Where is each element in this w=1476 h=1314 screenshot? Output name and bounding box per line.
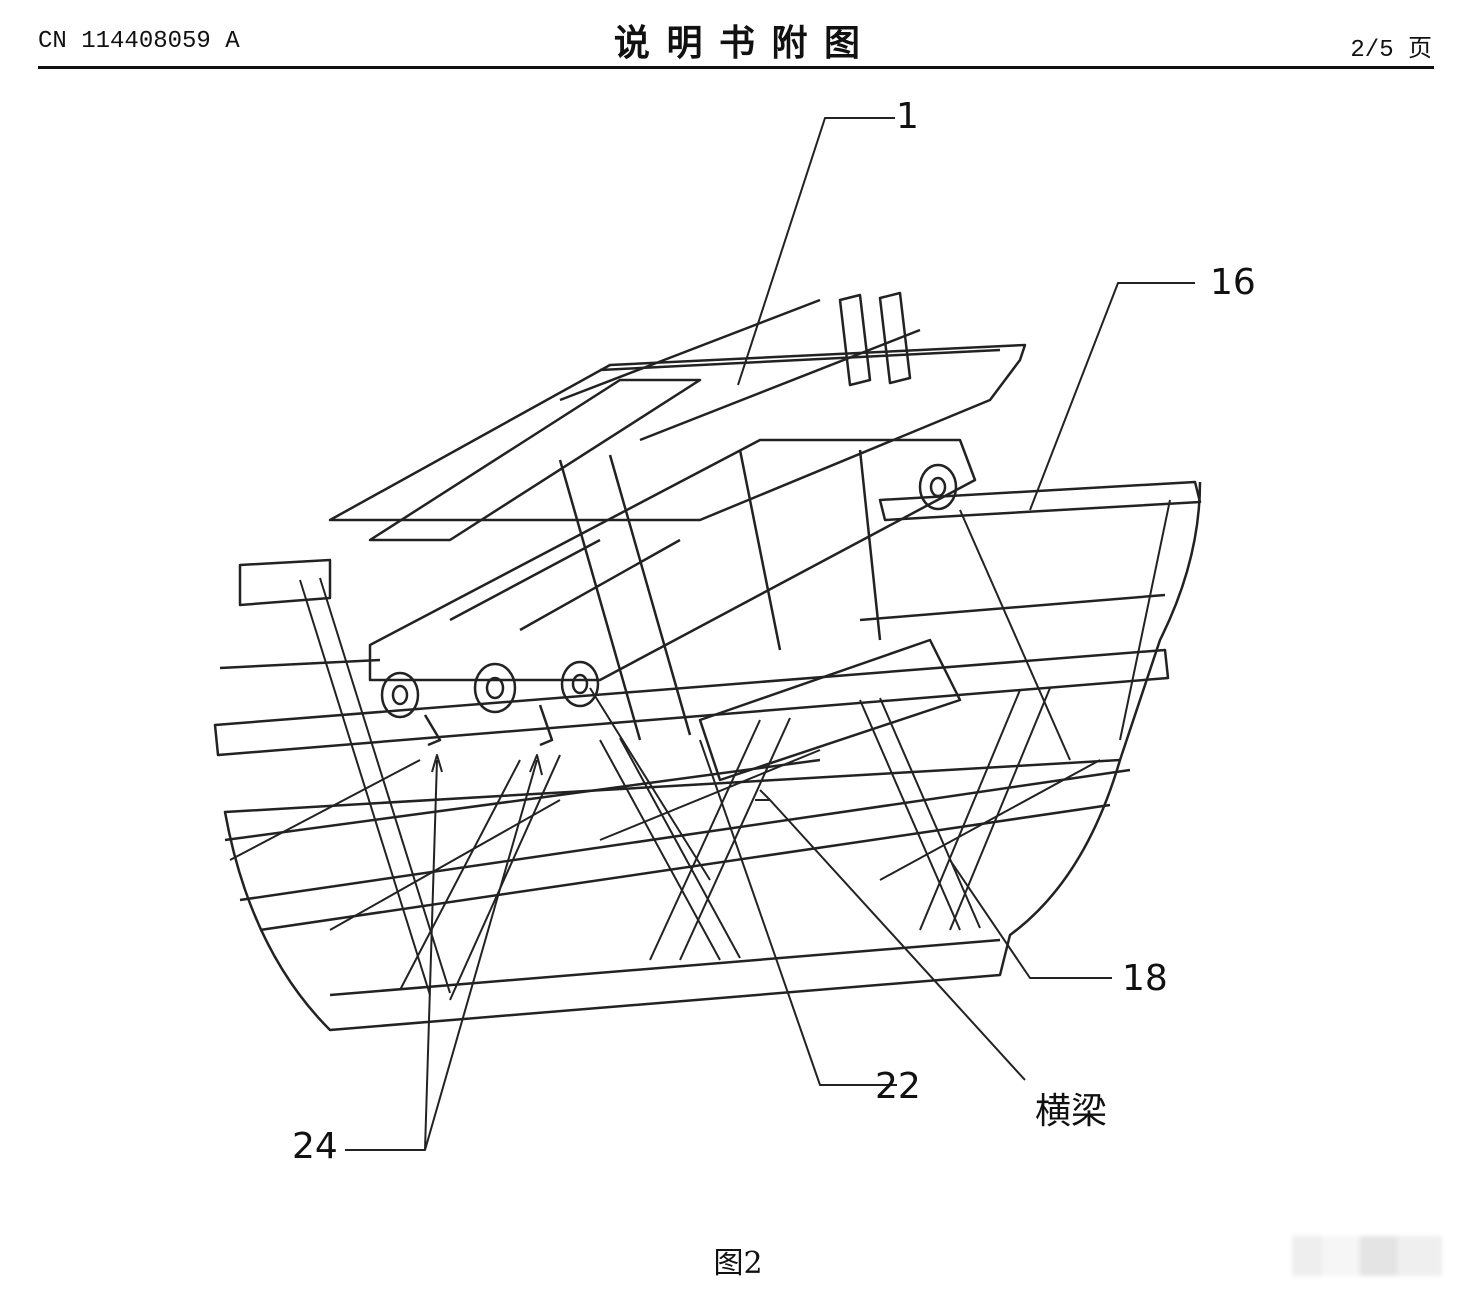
blurred-watermark (1292, 1236, 1442, 1276)
section-title: 说 明 书 附 图 (613, 23, 863, 64)
label-crossbeam: 横梁 (1035, 1091, 1108, 1132)
header-rule (38, 66, 1434, 69)
page-number: 2/5 页 (1350, 37, 1432, 64)
lattice-struts (229, 499, 1171, 1001)
label-22: 22 (875, 1066, 921, 1107)
label-1: 1 (896, 96, 919, 137)
figure-caption: 图2 (713, 1246, 763, 1281)
publication-number: CN 114408059 A (38, 28, 240, 55)
label-24: 24 (292, 1126, 338, 1167)
leader-lines (345, 117, 1195, 1151)
label-16: 16 (1210, 262, 1256, 303)
label-18: 18 (1122, 958, 1168, 999)
longitudinal-beams (213, 480, 1202, 932)
wheels (380, 463, 958, 747)
carriage-assembly (328, 291, 1027, 782)
